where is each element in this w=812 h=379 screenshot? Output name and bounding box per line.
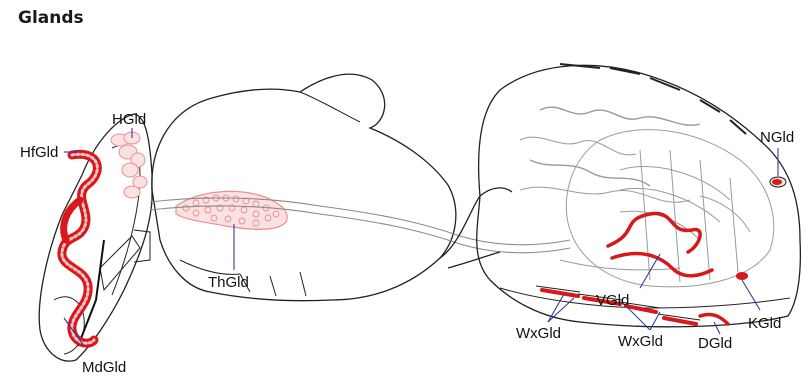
label-mdgld: MdGld bbox=[82, 359, 126, 376]
label-ngld: NGld bbox=[760, 129, 794, 146]
petiole bbox=[440, 188, 512, 268]
label-dgld: DGld bbox=[698, 335, 732, 352]
internal-organs bbox=[520, 107, 774, 287]
label-thgld: ThGld bbox=[208, 274, 249, 291]
label-wxgld-right: WxGld bbox=[618, 333, 663, 350]
label-vgld: VGld bbox=[596, 292, 629, 309]
head-gland bbox=[111, 132, 147, 198]
hypopharyngeal-gland bbox=[62, 154, 97, 343]
koschewnikow-gland bbox=[736, 272, 748, 280]
abdomen bbox=[477, 64, 801, 327]
nasonov-gland bbox=[770, 177, 786, 187]
thoracic-gland bbox=[176, 191, 287, 229]
alimentary-canal bbox=[150, 198, 570, 253]
label-hgld: HGld bbox=[112, 111, 146, 128]
thorax bbox=[152, 74, 456, 301]
venom-gland bbox=[608, 214, 712, 276]
label-wxgld-left: WxGld bbox=[516, 325, 561, 342]
label-kgld: KGld bbox=[748, 315, 781, 332]
label-hfgld: HfGld bbox=[20, 144, 58, 161]
